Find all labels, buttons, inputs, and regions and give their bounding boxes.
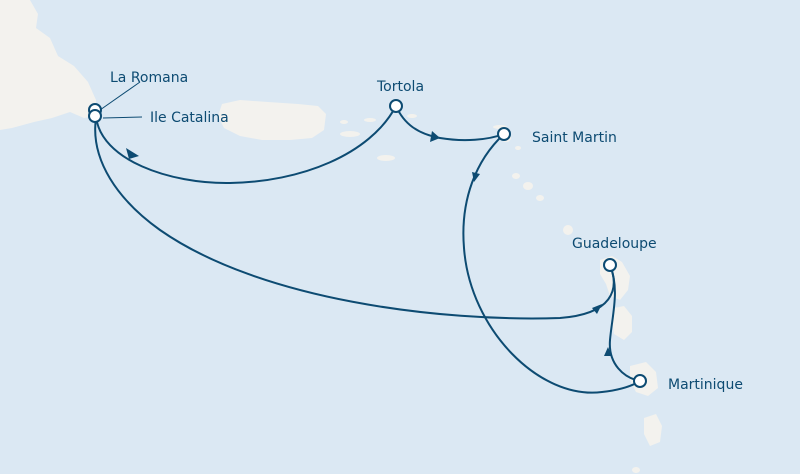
route-tortola-to-saint-martin [395, 105, 505, 142]
port-label-saint-martin: Saint Martin [532, 130, 617, 146]
land-hispaniola [0, 0, 96, 130]
land-virgin-gorda [407, 114, 417, 118]
land-puerto-rico [218, 100, 326, 140]
port-label-la-romana: La Romana [110, 70, 188, 86]
port-label-martinique: Martinique [668, 377, 743, 393]
arrow-to-guadeloupe [604, 347, 612, 356]
leader-ile-catalina [102, 116, 143, 119]
land-nevis [536, 195, 544, 201]
land-montserrat [581, 242, 587, 246]
land-st-croix [377, 155, 395, 161]
port-label-guadeloupe: Guadeloupe [572, 236, 657, 252]
land-st-lucia [644, 414, 662, 446]
route-saint-martin-to-martinique [462, 133, 641, 394]
arrow-to-martinique [472, 172, 480, 182]
port-marker-ile-catalina[interactable] [88, 109, 102, 123]
port-marker-martinique[interactable] [633, 374, 647, 388]
leader-la-romana [99, 81, 141, 111]
land-dominica [612, 306, 632, 340]
land-barbuda [523, 182, 533, 190]
port-marker-tortola[interactable] [389, 99, 403, 113]
port-marker-guadeloupe[interactable] [603, 258, 617, 272]
arrow-to-saint-martin [430, 131, 440, 142]
land-st-kitts [512, 173, 520, 179]
port-label-tortola: Tortola [376, 79, 424, 95]
port-label-ile-catalina: Ile Catalina [150, 110, 229, 126]
arrow-to-la-romana [592, 304, 602, 314]
land-st-barth [515, 146, 521, 150]
land-st-thomas [364, 118, 376, 122]
land-vieques [340, 131, 360, 137]
route-ile-catalina-to-tortola [95, 105, 397, 185]
arrow-to-tortola [126, 148, 139, 159]
port-marker-saint-martin[interactable] [497, 127, 511, 141]
land-culebra [340, 120, 348, 124]
land-st-vincent [632, 467, 640, 473]
land-antigua [563, 225, 573, 235]
